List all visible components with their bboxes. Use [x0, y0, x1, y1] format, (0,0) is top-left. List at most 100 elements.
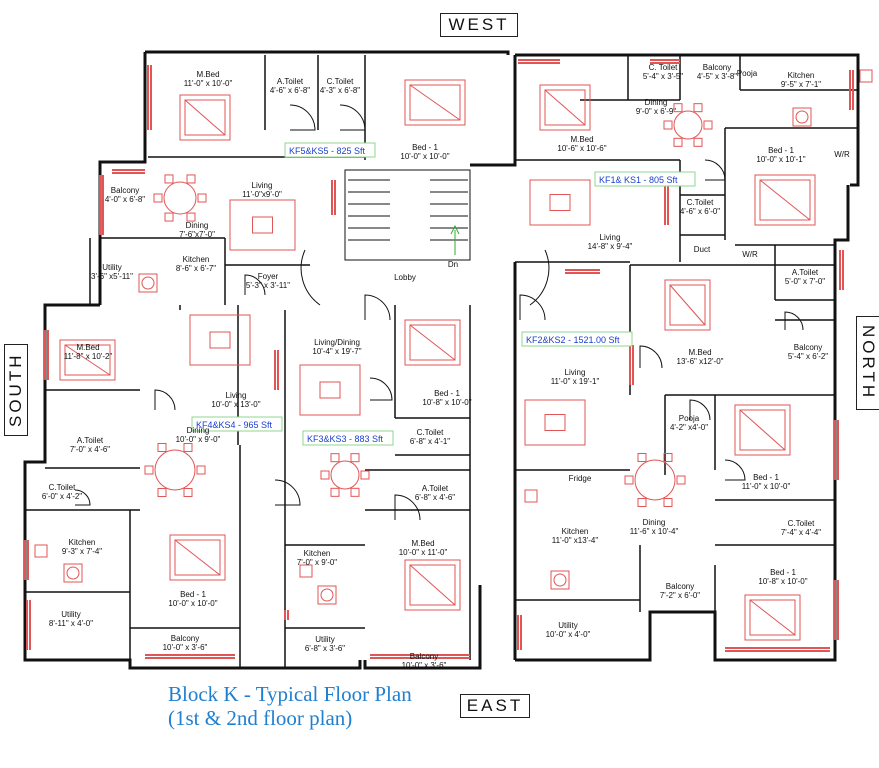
dining-chair — [663, 498, 673, 508]
bed-cover — [64, 344, 111, 376]
room-size: 6'-8" x 3'-6" — [305, 644, 345, 653]
room-name: C.Toilet — [327, 77, 354, 86]
unit-area-box — [191, 416, 283, 432]
outer-wall — [363, 585, 482, 670]
door — [339, 104, 366, 131]
room-name: Balcony — [410, 652, 438, 661]
bed-cover — [174, 539, 221, 576]
dining-chair — [637, 498, 647, 508]
dining-chair — [693, 103, 703, 113]
room-size: 4'-3" x 6'-8" — [320, 86, 360, 95]
room-name: Living/Dining — [314, 338, 360, 347]
bed-cover — [409, 84, 461, 121]
room-size: 10'-4" x 19'-7" — [312, 347, 361, 356]
dining-chair — [183, 488, 193, 498]
room-name: Kitchen — [183, 255, 210, 264]
room-name: M.Bed — [196, 70, 219, 79]
room-name: Pooja — [679, 414, 700, 423]
room-size: 4'-2" x4'-0" — [670, 423, 708, 432]
bed-mattress — [749, 599, 796, 636]
room-name: Dn — [448, 260, 458, 269]
room-size: 7'-4" x 4'-4" — [781, 528, 821, 537]
dining-chair — [673, 103, 683, 113]
door — [689, 399, 711, 421]
unit-area-text: KF1& KS1 - 805 Sft — [599, 175, 678, 185]
room-name: C. Toilet — [649, 63, 679, 72]
room-size: 10'-0" x 4'-0" — [546, 630, 591, 639]
room-size: 11'-0" x13'-4" — [552, 536, 599, 545]
room-name: Kitchen — [562, 527, 589, 536]
dining-chair — [673, 137, 683, 147]
coffee-table — [252, 216, 273, 234]
bed-cover — [544, 89, 586, 126]
room-name: Pooja — [737, 69, 758, 78]
door — [244, 274, 266, 296]
door — [274, 479, 301, 506]
dining-chair — [637, 452, 647, 462]
room-size: 11'-0" x 10'-0" — [742, 482, 791, 491]
room-size: 10'-0" x 13'-0" — [211, 400, 260, 409]
room-name: M.Bed — [570, 135, 593, 144]
room-size: 9'-0" x 6'-9" — [636, 107, 676, 116]
room-name: W/R — [834, 150, 850, 159]
room-size: 9'-3" x 7'-4" — [62, 547, 102, 556]
plan-subtitle: (1st & 2nd floor plan) — [168, 706, 353, 730]
dining-chair — [183, 442, 193, 452]
room-size: 5'-3" x 3'-11" — [246, 281, 290, 290]
bed — [539, 84, 591, 131]
room-name: Utility — [61, 610, 81, 619]
sofa-set — [524, 399, 586, 446]
bed-cover — [669, 284, 706, 326]
room-name: Dining — [187, 426, 210, 435]
unit-area-text: KF3&KS3 - 883 Sft — [307, 434, 384, 444]
door — [519, 294, 546, 321]
dining-chair — [360, 470, 370, 480]
door — [289, 104, 316, 131]
dining-chair — [330, 453, 340, 463]
dining-table — [634, 459, 676, 501]
furniture — [34, 69, 873, 641]
dining-table — [154, 449, 196, 491]
room-size: 8'-6" x 6'-7" — [176, 264, 216, 273]
room-name: A.Toilet — [77, 436, 104, 445]
room-name: Living — [226, 391, 247, 400]
coffee-table — [319, 381, 341, 399]
dining-chair — [676, 475, 686, 485]
bed-cover — [409, 324, 456, 361]
door — [639, 345, 663, 369]
dining-table — [163, 181, 197, 215]
room-name: Balcony — [171, 634, 199, 643]
door — [724, 459, 746, 481]
dining-chair — [330, 487, 340, 497]
room-size: 10'-0" x 10'-0" — [400, 152, 449, 161]
door — [154, 389, 176, 411]
kitchen-sink — [795, 110, 809, 124]
bed-mattress — [544, 89, 586, 126]
sofa-set — [299, 364, 361, 416]
room-name: C.Toilet — [49, 483, 76, 492]
bed — [59, 339, 116, 381]
dining-chair — [196, 465, 206, 475]
room-size: 6'-8" x 4'-1" — [410, 437, 450, 446]
dining-chair — [624, 475, 634, 485]
sofa-set — [229, 199, 296, 251]
dining-chair — [350, 453, 360, 463]
room-size: 4'-6" x 6'-0" — [680, 207, 720, 216]
dining-chair — [703, 120, 713, 130]
room-size: 6'-8" x 4'-6" — [415, 493, 455, 502]
bed — [744, 594, 801, 641]
room-size: 11'-0" x 19'-1" — [551, 377, 600, 386]
dining-chair — [693, 137, 703, 147]
room-size: 10'-0" x 11'-0" — [399, 548, 448, 557]
room-name: Kitchen — [788, 71, 815, 80]
room-size: 3'-6" x5'-11" — [91, 272, 133, 281]
unit-area-text: KF2&KS2 - 1521.00 Sft — [526, 335, 620, 345]
dining-table — [330, 460, 360, 490]
bed-mattress — [759, 179, 811, 221]
kitchen-counter — [138, 273, 158, 293]
dining-chair — [157, 442, 167, 452]
room-name: Bed - 1 — [434, 389, 460, 398]
bed — [734, 404, 791, 456]
